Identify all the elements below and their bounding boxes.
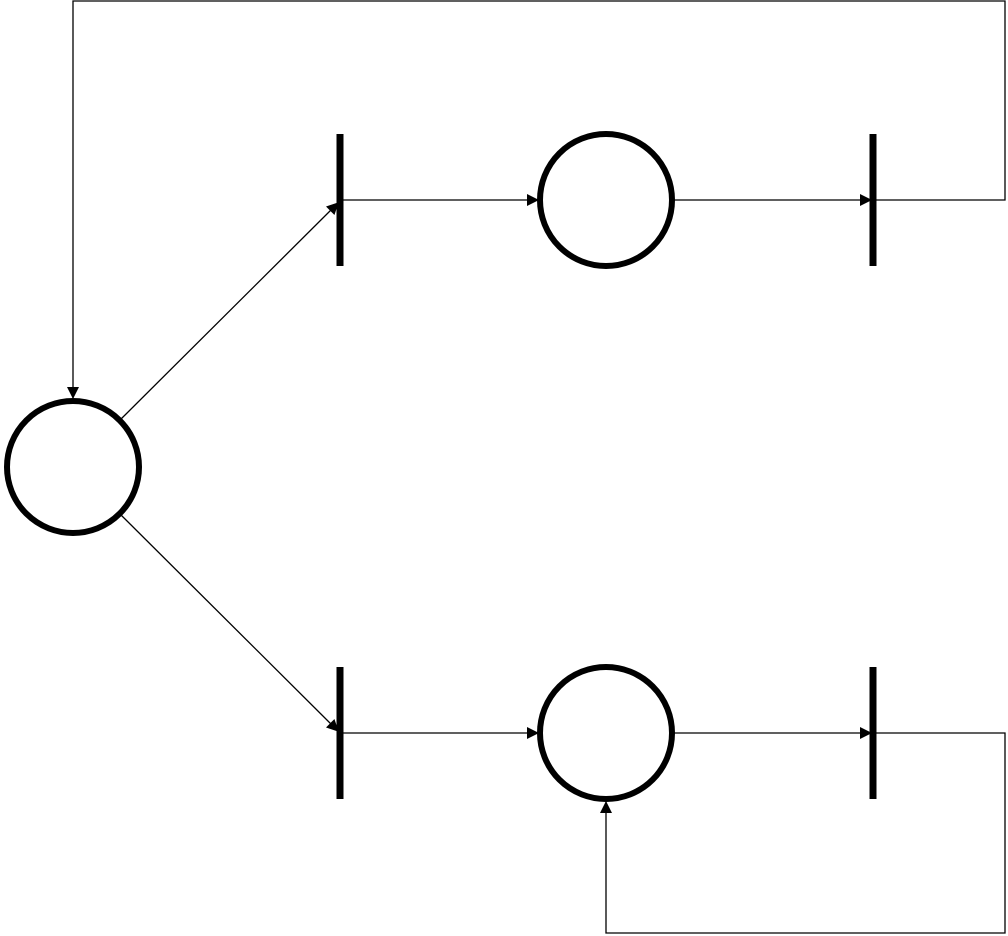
arc-t_top_out-to-p0 bbox=[67, 0, 1006, 399]
place-p1 bbox=[537, 131, 675, 269]
arc-t_bottom_out-to-p2 bbox=[600, 732, 1006, 934]
arc-p0-to-t_top_in bbox=[119, 202, 339, 421]
arcs-layer bbox=[67, 0, 1006, 934]
nodes-layer bbox=[4, 131, 877, 802]
arc-p0-to-t_bottom_in bbox=[119, 513, 339, 732]
place-p0 bbox=[4, 398, 142, 536]
place-p2 bbox=[537, 664, 675, 802]
